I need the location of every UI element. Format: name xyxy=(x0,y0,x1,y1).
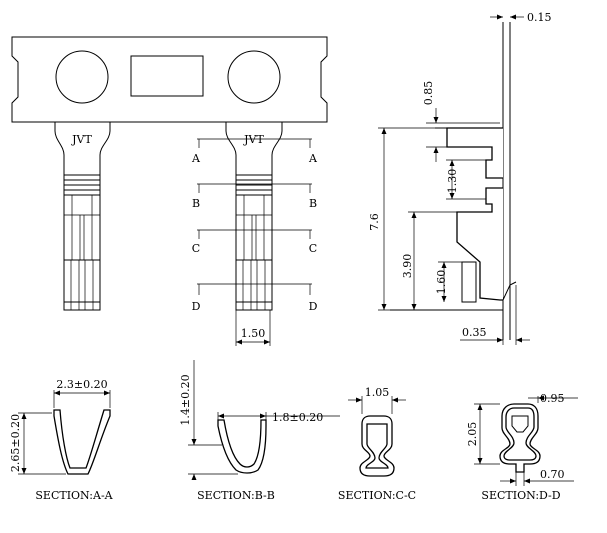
section-bb-label: SECTION:B-B xyxy=(197,489,275,502)
side-dimensions: 0.15 7.6 0.85 1.30 3.90 1.60 xyxy=(368,11,552,345)
lance-height-value: 1.60 xyxy=(435,270,448,295)
section-cc-label: SECTION:C-C xyxy=(338,489,416,502)
terminal-left: JVT xyxy=(54,122,111,311)
top-gap-value: 0.85 xyxy=(422,81,435,106)
section-bb: 1.4±0.20 1.8±0.20 SECTION:B-B xyxy=(179,360,340,502)
strip-slot xyxy=(130,55,204,97)
section-cc-width: 1.05 xyxy=(365,386,390,399)
carrier-strip xyxy=(11,36,328,123)
mid-gap-value: 1.30 xyxy=(446,169,459,194)
section-dd: 0.95 2.05 0.70 SECTION:D-D xyxy=(466,392,578,502)
lower-height-value: 3.90 xyxy=(401,254,414,279)
pilot-hole-left xyxy=(55,50,109,104)
pilot-hole-right xyxy=(227,50,281,104)
brand-mark-left: JVT xyxy=(71,133,92,146)
section-mark-b-right: B xyxy=(309,197,317,210)
section-mark-b-left: B xyxy=(192,197,200,210)
thickness-value: 0.15 xyxy=(527,11,552,24)
section-bb-width: 1.8±0.20 xyxy=(272,411,323,424)
section-cc: 1.05 SECTION:C-C xyxy=(338,386,416,502)
section-dd-height: 2.05 xyxy=(466,422,479,447)
section-mark-a-right: A xyxy=(308,152,318,165)
section-mark-c-right: C xyxy=(309,242,317,255)
section-mark-d-right: D xyxy=(309,300,318,313)
section-aa: 2.3±0.20 2.65±0.20 SECTION:A-A xyxy=(9,378,114,502)
section-aa-height: 2.65±0.20 xyxy=(9,414,22,472)
front-width-dimension: 1.50 xyxy=(235,310,271,346)
section-cut-lines: A A B B C C D D xyxy=(191,138,318,313)
section-dd-label: SECTION:D-D xyxy=(481,489,560,502)
section-mark-a-left: A xyxy=(191,152,201,165)
bottom-offset-value: 0.35 xyxy=(462,326,487,339)
section-aa-label: SECTION:A-A xyxy=(35,489,113,502)
section-mark-c-left: C xyxy=(192,242,200,255)
brand-mark-middle: JVT xyxy=(243,133,264,146)
section-bb-height: 1.4±0.20 xyxy=(179,374,192,425)
terminal-middle: JVT xyxy=(225,122,283,311)
section-aa-width: 2.3±0.20 xyxy=(56,378,107,391)
section-dd-bottom: 0.70 xyxy=(540,468,565,481)
total-height-value: 7.6 xyxy=(368,213,381,231)
section-dd-top: 0.95 xyxy=(540,392,565,405)
side-view xyxy=(390,22,517,340)
section-mark-d-left: D xyxy=(192,300,201,313)
front-width-value: 1.50 xyxy=(241,327,266,340)
